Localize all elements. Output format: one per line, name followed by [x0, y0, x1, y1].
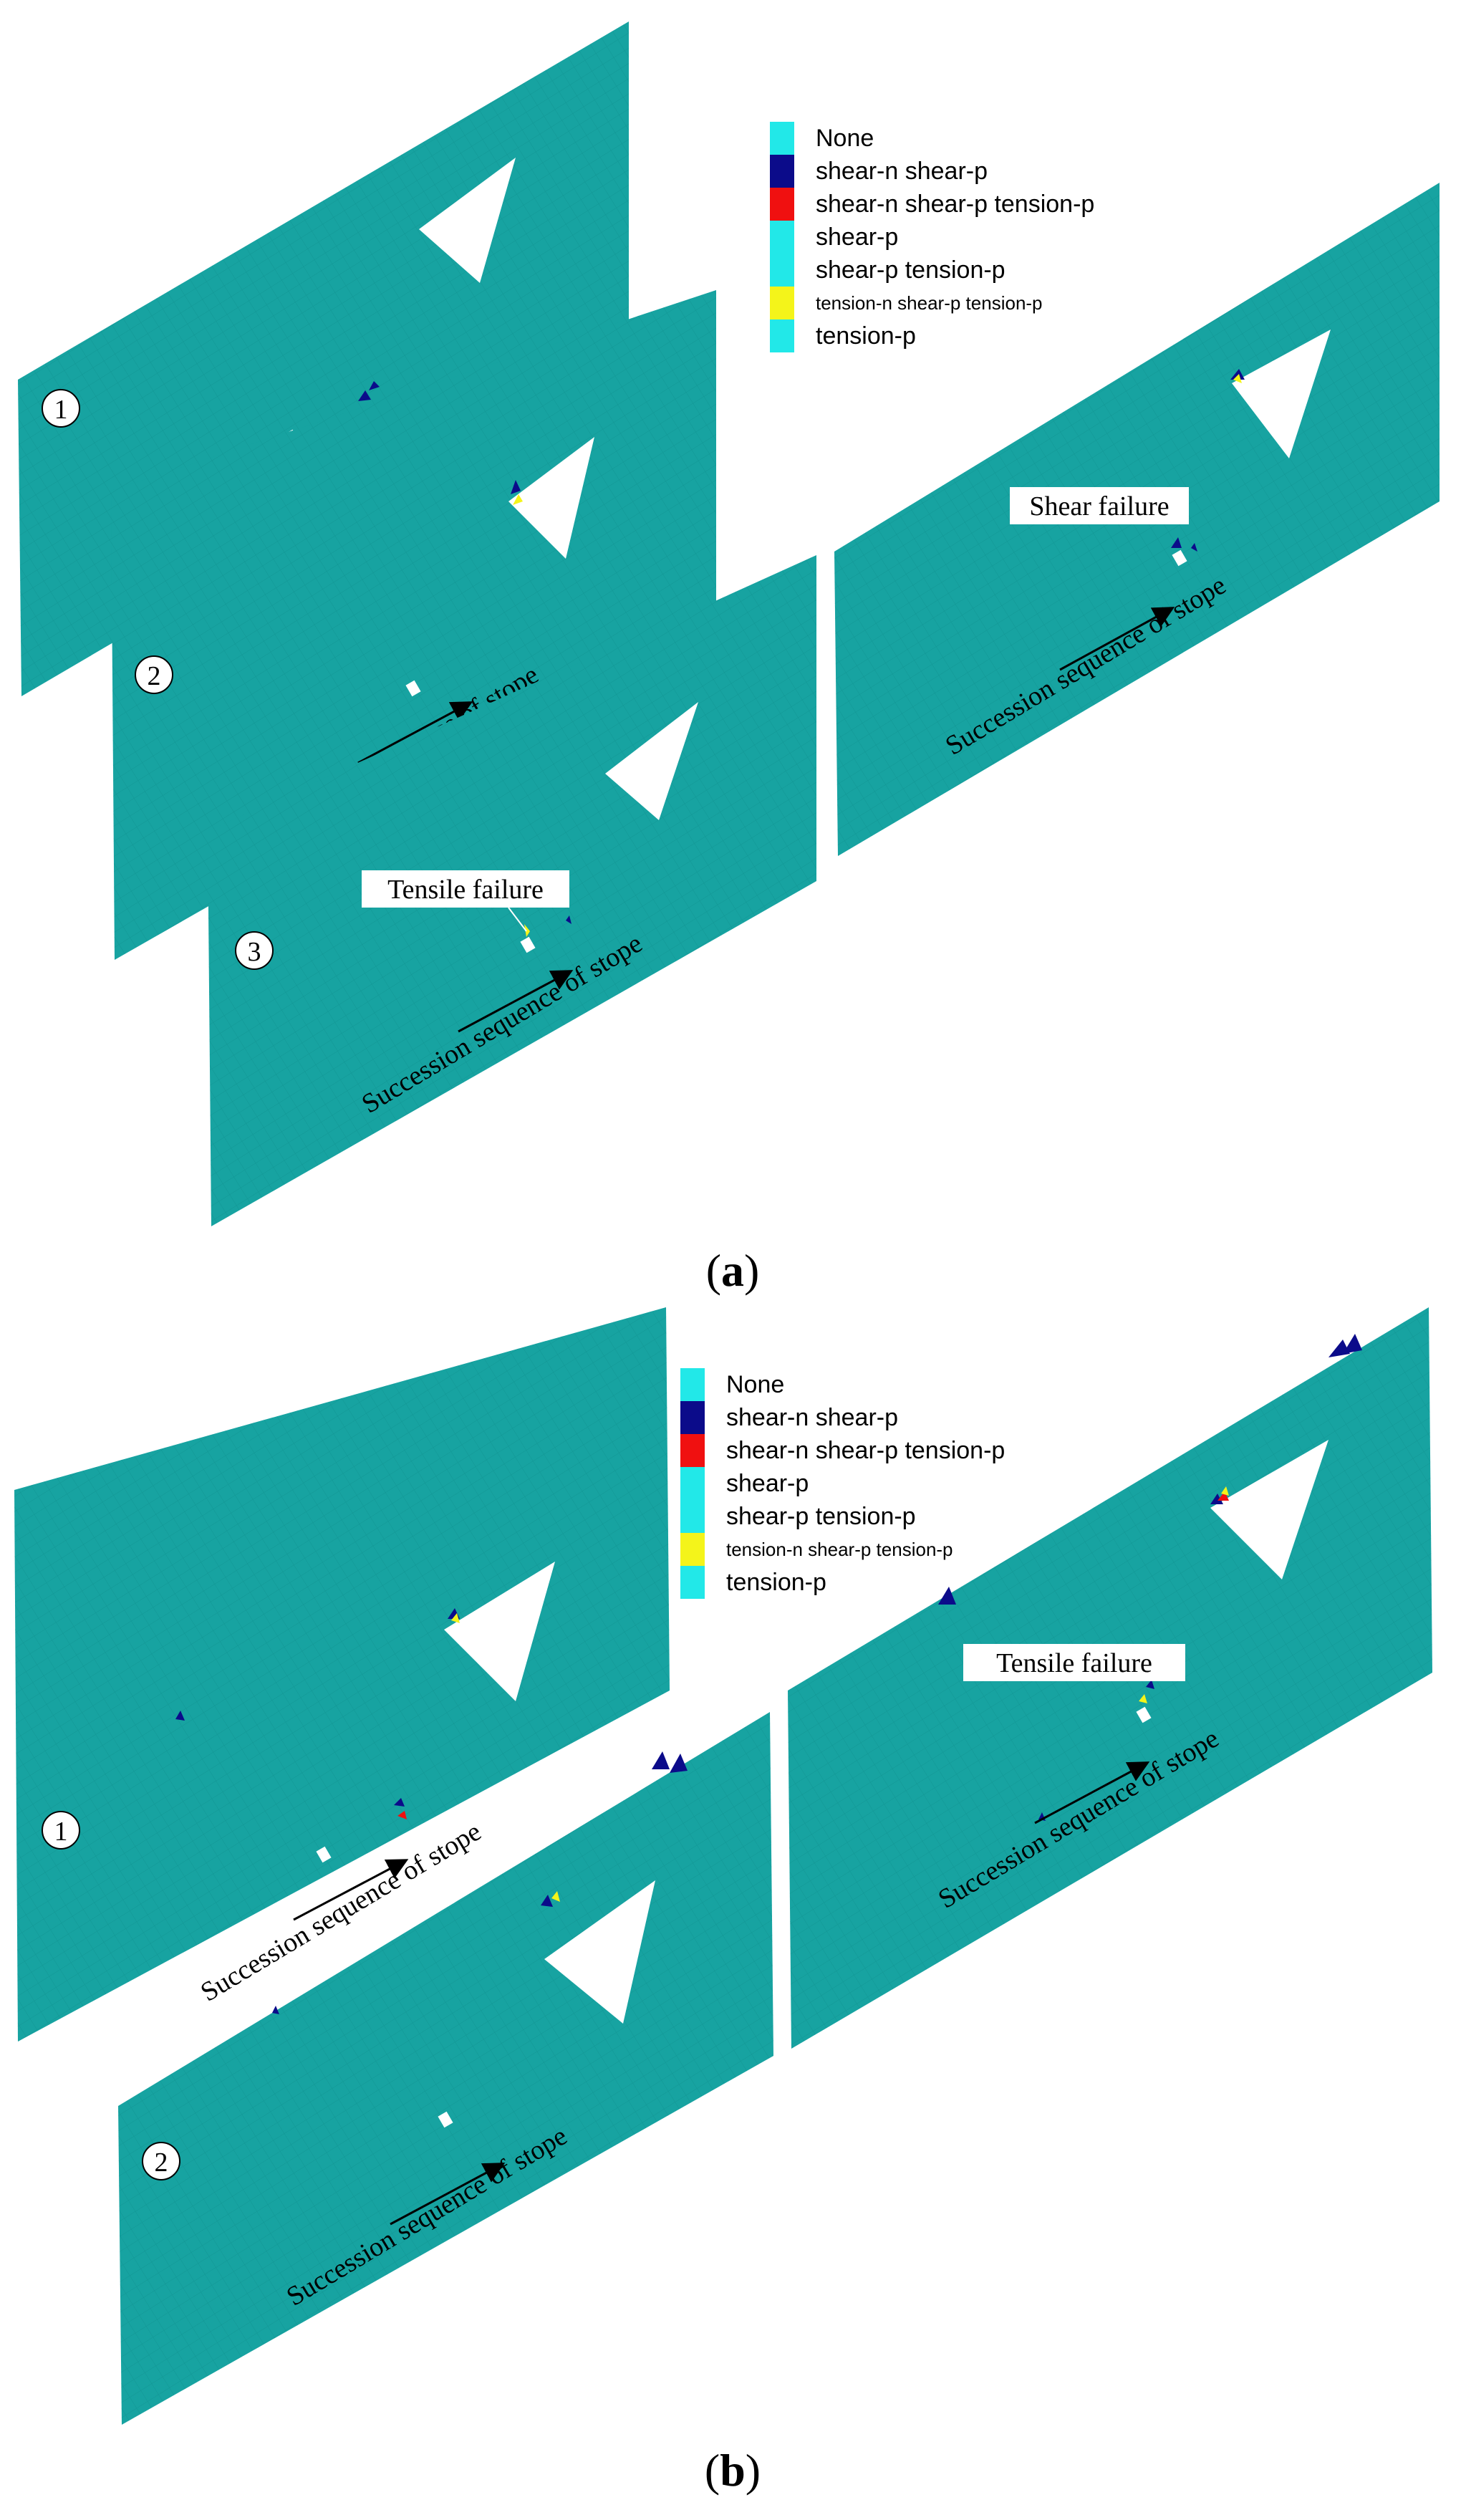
panel-caption-b: (b): [705, 2445, 761, 2496]
step-marker: [42, 389, 80, 428]
annotation-shear: Shear failure: [1029, 491, 1169, 521]
legend-item: tension-n shear-p tension-p: [680, 1533, 1005, 1566]
legend-label: None: [726, 1370, 785, 1398]
legend-item: shear-p tension-p: [680, 1500, 1005, 1533]
plane-b1: 1 Succession sequence of stope: [14, 1307, 670, 2042]
step-marker: [142, 2142, 180, 2180]
sequence-arrow: [357, 701, 473, 764]
legend-swatch: [770, 155, 794, 188]
legend-swatch: [680, 1533, 705, 1566]
legend-item: None: [770, 122, 1094, 155]
legend-item: tension-n shear-p tension-p: [770, 287, 1094, 319]
legend-swatch: [770, 319, 794, 352]
plane-a4: Shear failure Succession sequence of sto…: [834, 183, 1440, 856]
stope-opening: [1210, 1440, 1328, 1579]
stope-opening: [508, 437, 594, 559]
plane-b3: Tensile failure Succession sequence of s…: [788, 1307, 1432, 2049]
annotation-leader: [508, 907, 527, 932]
legend-item: shear-p tension-p: [770, 254, 1094, 287]
legend-item: shear-p: [680, 1467, 1005, 1500]
panel-a: 1 Succession sequence of stope 2 Success…: [18, 21, 1440, 1296]
annotation-tensile: Tensile failure: [996, 1648, 1152, 1678]
legend-label: tension-p: [816, 322, 916, 350]
legend-item: shear-p: [770, 221, 1094, 254]
legend-label: tension-p: [726, 1568, 826, 1596]
step-label: 2: [148, 661, 161, 691]
panel-b: 1 Succession sequence of stope 2 Success…: [14, 1307, 1432, 2496]
legend-label: tension-n shear-p tension-p: [816, 292, 1043, 314]
legend-label: None: [816, 124, 874, 152]
legend-label: shear-n shear-p: [816, 157, 988, 185]
legend-swatch: [680, 1434, 705, 1467]
legend-swatch: [770, 287, 794, 319]
annotation-tensile: Tensile failure: [387, 875, 544, 905]
legend-label: shear-n shear-p: [726, 1403, 899, 1431]
legend-item: None: [680, 1368, 1005, 1401]
stope-opening: [1232, 330, 1331, 458]
legend-item: shear-n shear-p tension-p: [680, 1434, 1005, 1467]
step-label: 2: [155, 2148, 168, 2178]
legend-label: shear-n shear-p tension-p: [726, 1436, 1006, 1464]
step-marker: [42, 1811, 80, 1850]
legend-swatch: [770, 188, 794, 221]
stope-opening: [544, 1880, 655, 2024]
sequence-arrow: [1059, 607, 1175, 671]
legend-swatch: [680, 1368, 705, 1401]
step-marker: [135, 655, 173, 694]
legend-swatch: [680, 1566, 705, 1599]
sequence-arrow: [293, 1859, 409, 1921]
sequence-arrow: [390, 2163, 506, 2226]
legend-label: tension-n shear-p tension-p: [726, 1538, 953, 1560]
legend-label: shear-p tension-p: [816, 256, 1006, 284]
step-label: 3: [248, 937, 261, 967]
legend-swatch: [680, 1500, 705, 1533]
step-marker: [235, 931, 274, 970]
legend-label: shear-p: [726, 1469, 809, 1497]
stope-opening: [605, 702, 698, 820]
legend-label: shear-p tension-p: [726, 1502, 916, 1530]
legend-swatch: [770, 221, 794, 254]
legend-swatch: [770, 122, 794, 155]
annotation-box: [1010, 487, 1189, 524]
legend-item: tension-p: [770, 319, 1094, 352]
step-label: 1: [54, 395, 68, 425]
annotation-box: [963, 1644, 1185, 1681]
plane-a3: Tensile failure 3 Succession sequence of…: [208, 555, 816, 1226]
panel-caption-a: (a): [706, 1245, 760, 1296]
legend-a: None shear-n shear-p shear-n shear-p ten…: [770, 122, 1094, 352]
sequence-arrow: [458, 970, 574, 1033]
annotation-box: [362, 870, 569, 908]
legend-label: shear-n shear-p tension-p: [816, 190, 1095, 218]
stope-opening: [444, 1562, 555, 1701]
legend-item: tension-p: [680, 1566, 1005, 1599]
legend-swatch: [680, 1401, 705, 1434]
legend-item: shear-n shear-p: [680, 1401, 1005, 1434]
legend-swatch: [770, 254, 794, 287]
sequence-arrow: [1034, 1761, 1150, 1824]
legend-item: shear-n shear-p tension-p: [770, 188, 1094, 221]
legend-label: shear-p: [816, 223, 899, 251]
legend-swatch: [680, 1467, 705, 1500]
step-label: 1: [54, 1817, 68, 1847]
legend-item: shear-n shear-p: [770, 155, 1094, 188]
legend-b: None shear-n shear-p shear-n shear-p ten…: [680, 1368, 1005, 1599]
stope-opening: [419, 158, 516, 283]
